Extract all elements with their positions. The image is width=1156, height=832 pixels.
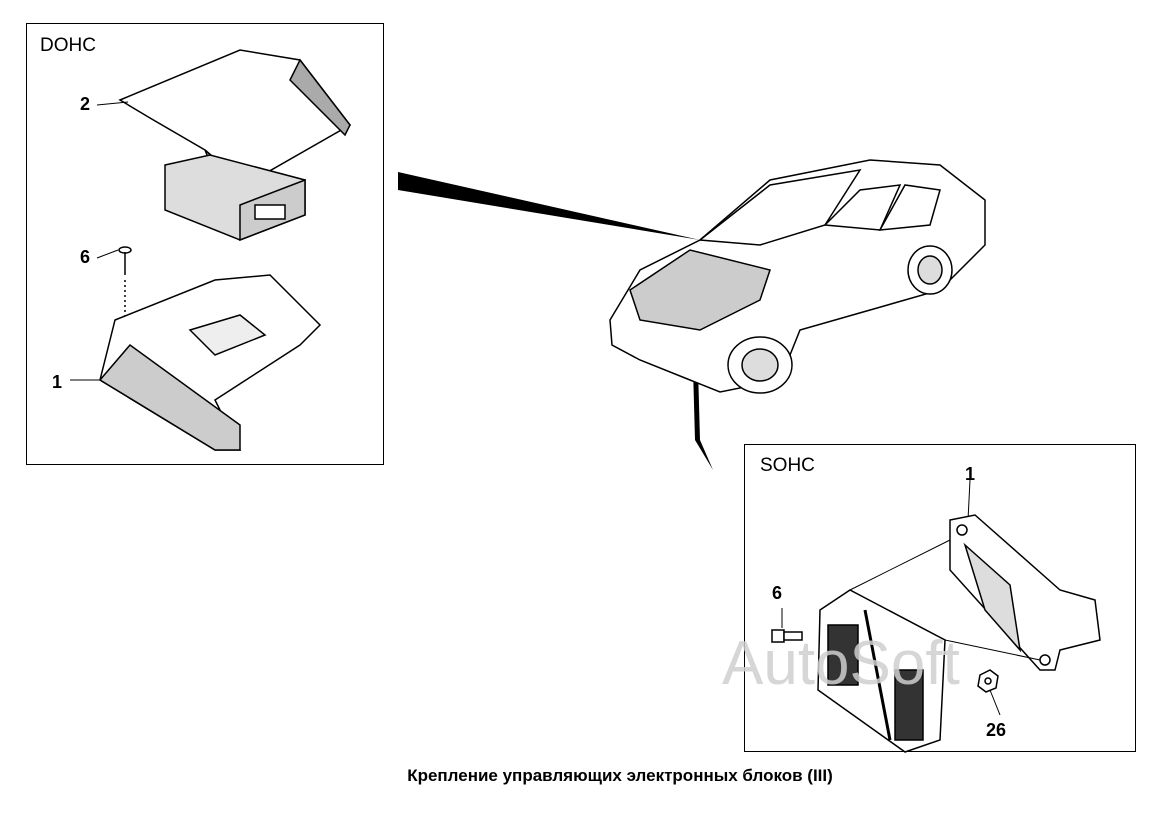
ecu-module-sohc	[817, 589, 946, 753]
car-illustration	[609, 159, 986, 394]
ecu-bracket-sohc	[949, 514, 1101, 671]
bolt-sohc	[771, 629, 803, 643]
figure-caption: Крепление управляющих электронных блоков…	[407, 766, 833, 785]
sohc-label: SOHC	[760, 455, 815, 476]
watermark: AutoSoft	[722, 629, 960, 698]
callout-1: 1	[52, 372, 63, 392]
callout-6-sohc: 6	[772, 583, 783, 603]
ecu-box-dohc	[164, 154, 306, 242]
dohc-label: DOHC	[40, 35, 96, 56]
callout-26-sohc: 26	[986, 720, 1007, 740]
ecu-bracket-dohc	[98, 274, 322, 451]
screw-dohc	[118, 246, 132, 320]
leader-lines	[70, 101, 1001, 716]
callout-2: 2	[80, 94, 91, 114]
pointer-arrow-dohc	[398, 172, 700, 240]
callout-6: 6	[80, 247, 91, 267]
nut-sohc	[977, 669, 999, 693]
callout-1-sohc: 1	[965, 464, 976, 484]
